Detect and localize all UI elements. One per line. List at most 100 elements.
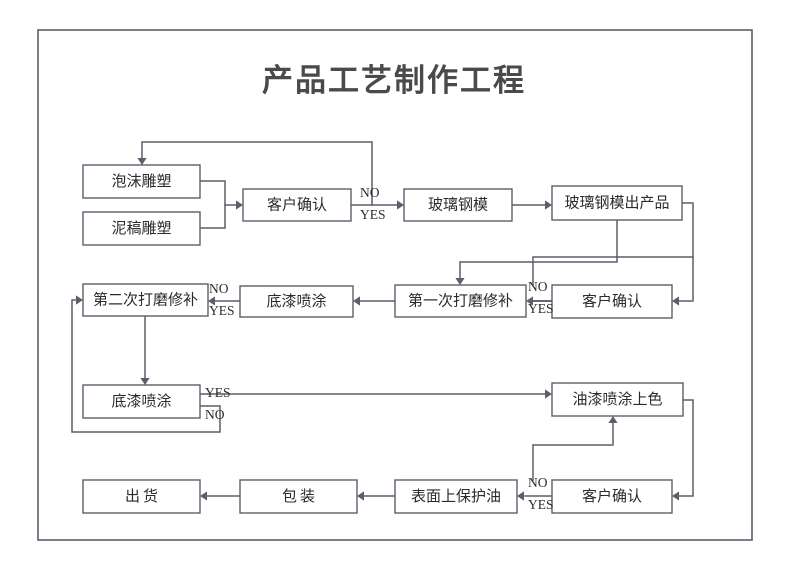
node-box[interactable] [551,382,684,417]
edge-paint-right-to-confirm3 [672,399,694,501]
edge-confirm1-no-to-foam [137,141,373,206]
edge-path [532,256,694,286]
edge-oil-to-packaging [357,491,396,501]
node-label: 玻璃钢模出产品 [564,194,669,211]
edge-path [678,202,694,302]
branch-label-no-1: NO [360,185,380,200]
arrow-head-icon [208,296,215,306]
arrow-head-icon [397,200,404,210]
branch-label-yes-5: YES [528,497,554,512]
edge-sanding2-down-to-primer2 [140,315,150,385]
node-shipping[interactable]: 出货 [82,479,201,514]
arrow-head-icon [76,295,83,305]
edge-path [532,422,614,481]
arrow-head-icon [353,296,360,306]
node-box[interactable] [551,185,683,221]
edges-layer [71,141,694,501]
node-paint-coloring[interactable]: 油漆喷涂上色 [551,382,684,417]
node-box[interactable] [551,479,673,514]
node-clay-sculpture[interactable]: 泥稿雕塑 [82,211,201,246]
node-box[interactable] [82,211,201,246]
branch-label-no-2: NO [209,281,229,296]
node-primer-spray-1[interactable]: 底漆喷涂 [239,285,354,318]
node-label: 油漆喷涂上色 [572,391,662,408]
arrow-head-icon [545,389,552,399]
node-frp-mold[interactable]: 玻璃钢模 [403,188,513,222]
branch-label-no-4: NO [205,407,225,422]
edge-path [71,299,221,433]
branch-label-yes-3: YES [528,301,554,316]
node-label: 客户确认 [267,196,327,213]
node-label: 第二次打磨修补 [93,290,198,308]
edge-product-right-to-confirm2 [672,202,694,306]
arrow-head-icon [608,416,618,423]
arrow-head-icon [236,200,243,210]
edge-path [459,219,618,279]
edge-packaging-to-shipping [200,491,241,501]
node-customer-confirm-1[interactable]: 客户确认 [242,188,352,222]
branch-labels-layer: NO YES NO YES NO YES YES NO NO YES [205,185,554,512]
node-first-sanding[interactable]: 第一次打磨修补 [394,284,527,318]
node-box[interactable] [242,188,352,222]
edge-confirm3-no-to-paint [532,416,618,481]
edge-clay-to-merge [199,204,226,229]
edge-primer2-no-feedback [71,295,221,433]
nodes-layer: 泡沫雕塑泥稿雕塑客户确认玻璃钢模玻璃钢模出产品第二次打磨修补底漆喷涂第一次打磨修… [82,164,684,514]
arrow-head-icon [517,491,524,501]
node-label: 包装 [282,488,318,505]
edge-path [678,399,694,497]
edge-primer1-to-sanding2 [208,296,241,306]
node-box[interactable] [82,283,209,317]
node-label: 底漆喷涂 [266,293,326,310]
node-label: 泡沫雕塑 [111,173,171,190]
node-box[interactable] [82,384,201,419]
node-label: 客户确认 [582,293,642,310]
edge-foam-to-merge [199,180,243,210]
arrow-head-icon [357,491,364,501]
node-primer-spray-2[interactable]: 底漆喷涂 [82,384,201,419]
node-box[interactable] [239,285,354,318]
node-box[interactable] [551,284,673,319]
edge-product-down-to-sanding1 [455,219,618,285]
node-box[interactable] [82,164,201,199]
node-box[interactable] [394,479,518,514]
branch-label-yes-1: YES [360,207,386,222]
node-box[interactable] [394,284,527,318]
node-foam-sculpture[interactable]: 泡沫雕塑 [82,164,201,199]
page-title: 产品工艺制作工程 [262,63,526,98]
branch-label-yes-4: YES [205,385,231,400]
arrow-head-icon [672,296,679,306]
arrow-head-icon [140,378,150,385]
arrow-head-icon [137,158,147,165]
node-box[interactable] [82,479,201,514]
node-label: 底漆喷涂 [111,393,171,410]
edge-confirm2-left-arrow [526,296,534,306]
node-label: 客户确认 [582,488,642,505]
edge-path [141,141,373,206]
arrow-head-icon [545,200,552,210]
node-box[interactable] [403,188,513,222]
node-frp-mold-product[interactable]: 玻璃钢模出产品 [551,185,683,221]
branch-label-no-3: NO [528,279,548,294]
node-customer-confirm-3[interactable]: 客户确认 [551,479,673,514]
branch-label-yes-2: YES [209,303,235,318]
node-label: 表面上保护油 [411,488,501,505]
edge-confirm2-no-up [532,256,694,286]
node-packaging[interactable]: 包装 [239,479,358,514]
edge-frp-mold-to-product [511,200,552,210]
node-label: 泥稿雕塑 [111,220,171,237]
arrow-head-icon [200,491,207,501]
node-customer-confirm-2[interactable]: 客户确认 [551,284,673,319]
edge-sanding1-to-primer1 [353,296,396,306]
branch-label-no-5: NO [528,475,548,490]
node-second-sanding[interactable]: 第二次打磨修补 [82,283,209,317]
edge-primer2-yes-to-paint [199,389,552,399]
node-label: 玻璃钢模 [428,196,488,213]
node-box[interactable] [239,479,358,514]
arrow-head-icon [526,296,533,306]
node-label: 第一次打磨修补 [408,291,513,309]
node-label: 出货 [125,488,161,505]
node-surface-protect-oil[interactable]: 表面上保护油 [394,479,518,514]
